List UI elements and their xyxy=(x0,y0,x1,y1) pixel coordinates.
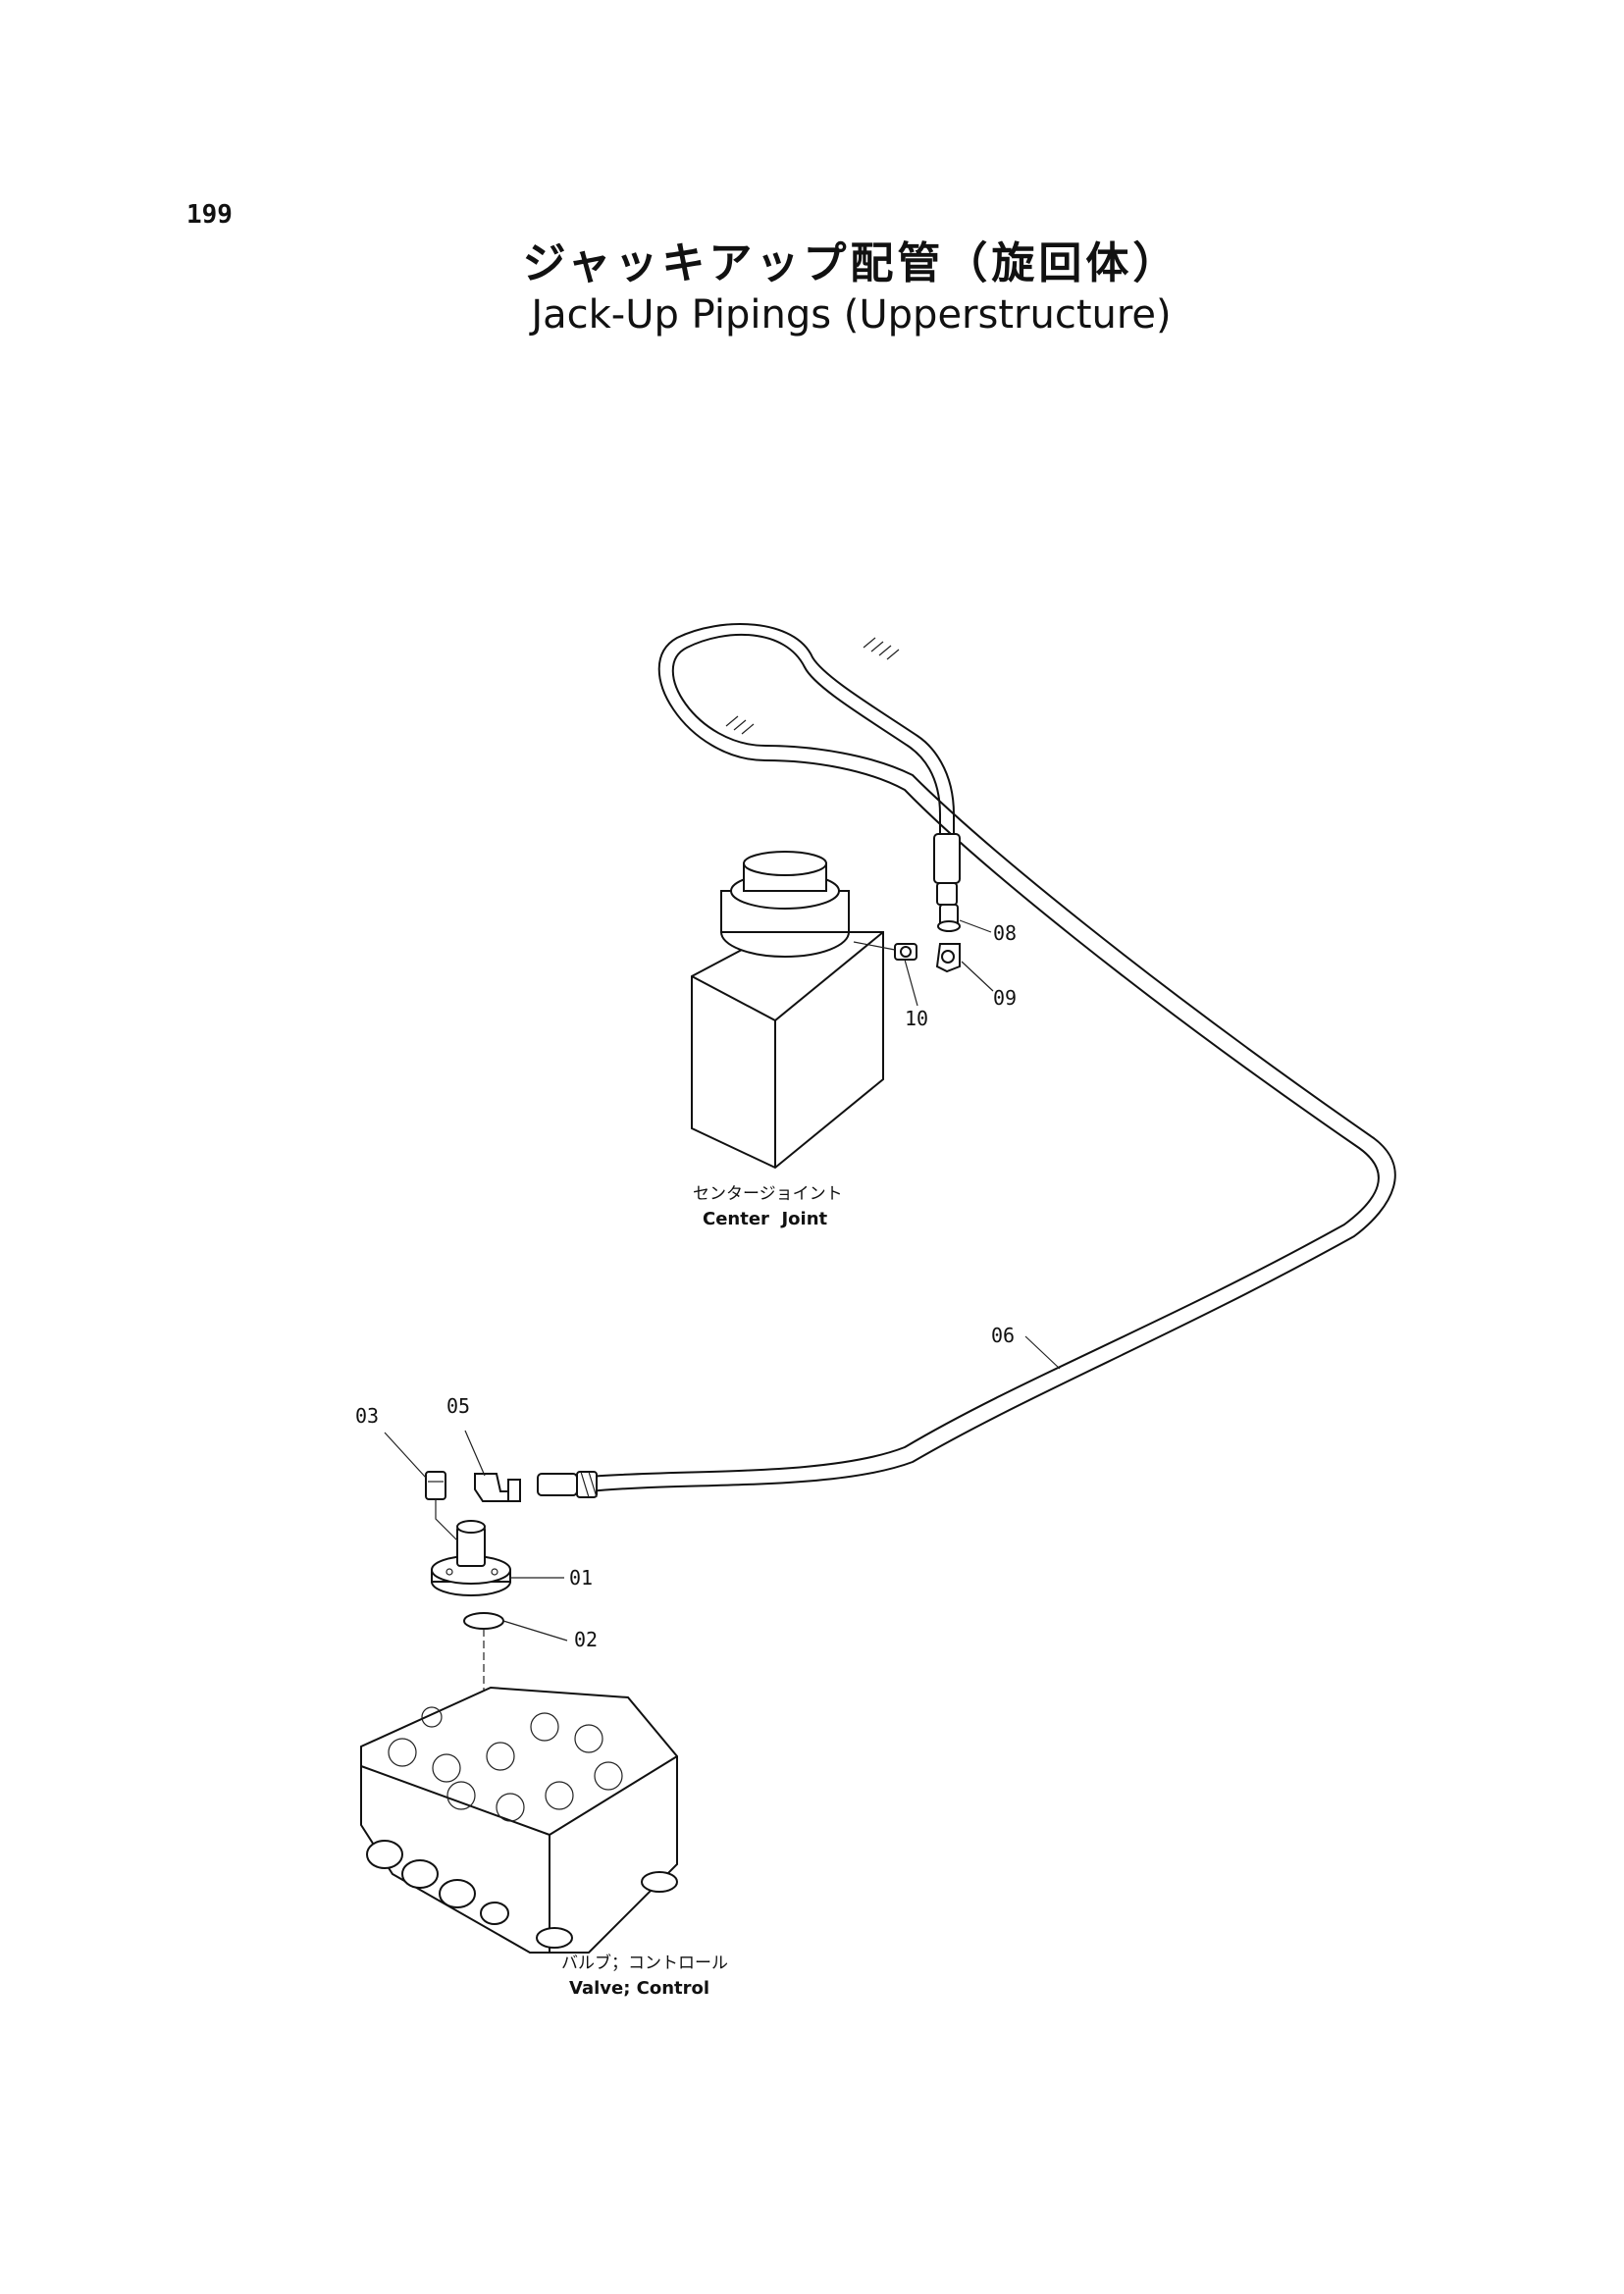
center-joint xyxy=(691,851,884,1170)
part-label-10: 10 xyxy=(905,1007,928,1030)
o-ring-02 xyxy=(463,1612,504,1630)
page-title-japanese: ジャッキアップ配管（旋回体） xyxy=(522,238,1180,288)
flange-01 xyxy=(431,1520,511,1596)
fitting-10 xyxy=(894,943,917,961)
part-label-03: 03 xyxy=(355,1404,379,1428)
page-number: 199 xyxy=(186,200,233,230)
leader-lines-upper xyxy=(853,919,1061,1370)
control-valve xyxy=(360,1686,678,1954)
elbow-05 xyxy=(474,1473,521,1502)
part-label-08: 08 xyxy=(993,921,1017,945)
part-label-09: 09 xyxy=(993,986,1017,1010)
hose-end-fitting-upper xyxy=(933,833,961,906)
bolt-03 xyxy=(425,1471,446,1500)
page-title-english: Jack-Up Pipings (Upperstructure) xyxy=(531,292,1172,338)
fitting-08 xyxy=(937,904,961,932)
hose-end-fitting-lower xyxy=(537,1471,598,1498)
part-label-06: 06 xyxy=(991,1324,1015,1347)
center-joint-label-en: Center Joint xyxy=(703,1209,828,1229)
center-joint-label-jp: センタージョイント xyxy=(693,1184,843,1204)
control-valve-label-en: Valve; Control xyxy=(569,1978,709,1999)
part-label-02: 02 xyxy=(574,1628,598,1651)
part-label-01: 01 xyxy=(569,1566,593,1590)
fitting-09 xyxy=(935,943,961,973)
control-valve-label-jp: バルブ；コントロール xyxy=(561,1953,728,1973)
part-label-05: 05 xyxy=(446,1394,470,1418)
